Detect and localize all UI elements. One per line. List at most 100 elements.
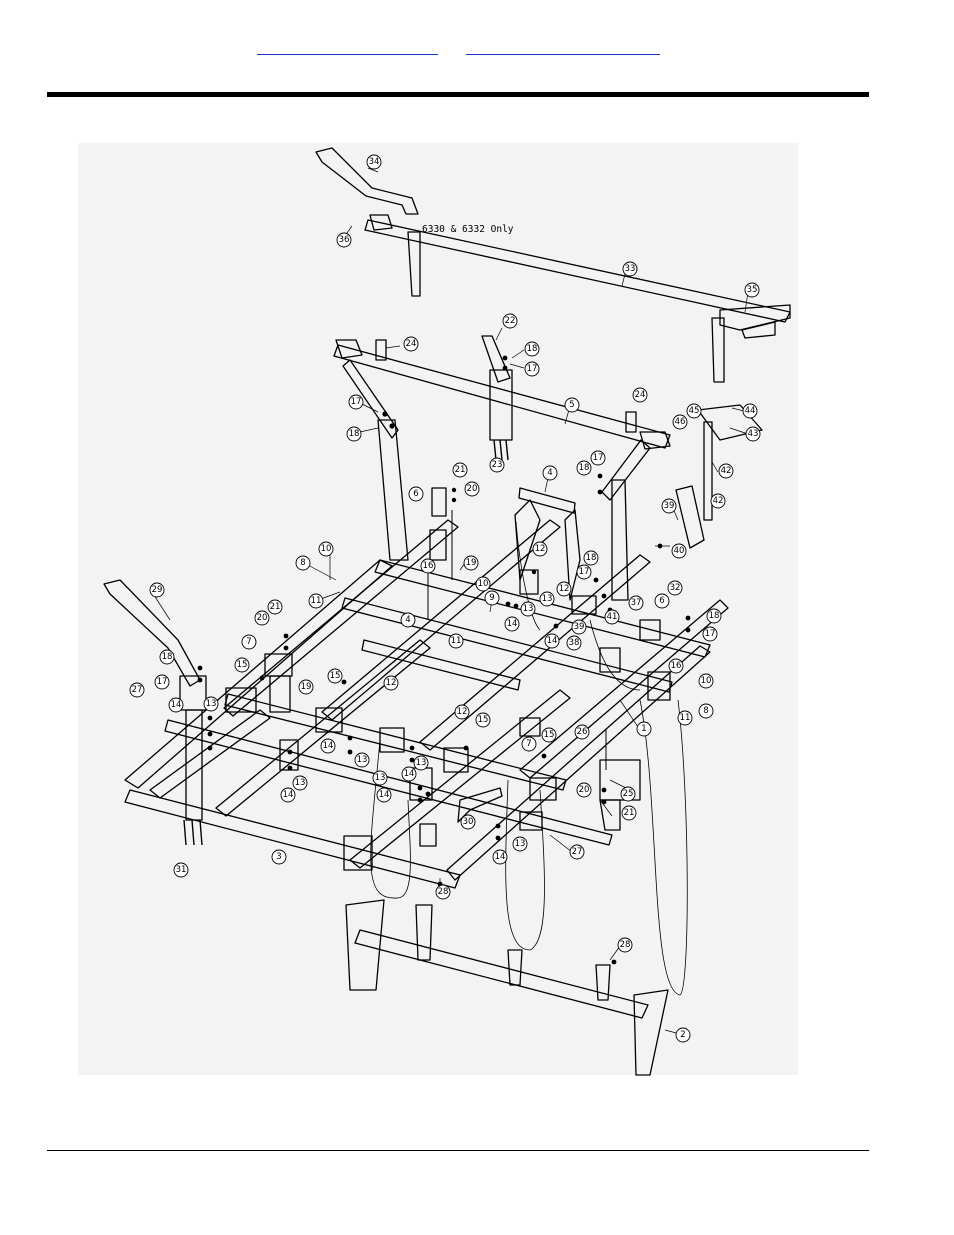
callout-12: 12 [559,584,570,594]
callout-41: 41 [607,612,618,622]
callout-7: 7 [246,637,251,647]
callout-4: 4 [405,615,410,625]
callout-27: 27 [132,685,143,695]
callout-21: 21 [624,808,635,818]
callout-39: 39 [574,622,585,632]
callout-14: 14 [171,700,182,710]
callout-14: 14 [404,769,415,779]
callout-16: 16 [423,561,434,571]
callout-17: 17 [527,364,538,374]
callout-28: 28 [438,887,449,897]
callout-7: 7 [526,739,531,749]
header-link-right[interactable] [466,38,660,55]
callout-20: 20 [257,613,268,623]
callout-17: 17 [593,453,604,463]
callout-31: 31 [176,865,187,875]
callout-42: 42 [713,496,724,506]
callout-14: 14 [507,619,518,629]
callout-13: 13 [206,699,217,709]
callout-13: 13 [416,758,427,768]
callout-21: 21 [270,602,281,612]
callout-30: 30 [463,817,474,827]
callout-12: 12 [457,707,468,717]
callout-13: 13 [523,604,534,614]
callout-17: 17 [157,677,168,687]
callout-11: 11 [451,636,462,646]
callout-20: 20 [467,484,478,494]
callout-10: 10 [478,579,489,589]
callout-14: 14 [323,741,334,751]
callout-35: 35 [747,285,758,295]
callout-22: 22 [505,316,516,326]
callout-32: 32 [670,583,681,593]
callout-40: 40 [674,546,685,556]
callout-18: 18 [527,344,538,354]
callout-28: 28 [620,940,631,950]
callout-21: 21 [455,465,466,475]
callout-39: 39 [664,501,675,511]
diagram-note: 6330 & 6332 Only [422,224,514,235]
callout-14: 14 [547,636,558,646]
callout-20: 20 [579,785,590,795]
callout-6: 6 [413,489,418,499]
callout-12: 12 [535,544,546,554]
callout-15: 15 [478,715,489,725]
callout-42: 42 [721,466,732,476]
callout-11: 11 [680,713,691,723]
callout-13: 13 [542,594,553,604]
callout-12: 12 [386,678,397,688]
header-link-left[interactable] [257,38,438,55]
callout-13: 13 [295,778,306,788]
callout-15: 15 [330,671,341,681]
callout-18: 18 [579,463,590,473]
callout-13: 13 [357,755,368,765]
callout-19: 19 [301,682,312,692]
callout-44: 44 [745,406,756,416]
callout-15: 15 [237,660,248,670]
callout-23: 23 [492,460,503,470]
callout-16: 16 [671,661,682,671]
callout-18: 18 [586,553,597,563]
callout-25: 25 [623,789,634,799]
callout-37: 37 [631,598,642,608]
callout-24: 24 [406,339,417,349]
callout-1: 1 [641,724,646,734]
callout-24: 24 [635,390,646,400]
callout-18: 18 [162,652,173,662]
callout-45: 45 [689,406,700,416]
callout-11: 11 [311,596,322,606]
callout-17: 17 [705,629,716,639]
callout-38: 38 [569,638,580,648]
callout-6: 6 [659,596,664,606]
callout-13: 13 [515,839,526,849]
callout-34: 34 [369,157,380,167]
callout-29: 29 [152,585,163,595]
callout-14: 14 [379,790,390,800]
callout-8: 8 [703,706,708,716]
callout-17: 17 [579,567,590,577]
callout-17: 17 [351,397,362,407]
top-rule [47,92,869,97]
callout-19: 19 [466,558,477,568]
callout-5: 5 [569,400,574,410]
callout-15: 15 [544,730,555,740]
callout-13: 13 [375,773,386,783]
callout-10: 10 [321,544,332,554]
callout-4: 4 [547,468,552,478]
callout-33: 33 [625,264,636,274]
callout-3: 3 [276,852,281,862]
callout-14: 14 [495,852,506,862]
callout-14: 14 [283,790,294,800]
bottom-rule [47,1150,869,1151]
callout-10: 10 [701,676,712,686]
callout-26: 26 [577,727,588,737]
callout-8: 8 [300,558,305,568]
callout-18: 18 [349,429,360,439]
callout-18: 18 [709,611,720,621]
callout-2: 2 [680,1030,685,1040]
callout-36: 36 [339,235,350,245]
callout-43: 43 [748,429,759,439]
callout-46: 46 [675,417,686,427]
callout-27: 27 [572,847,583,857]
